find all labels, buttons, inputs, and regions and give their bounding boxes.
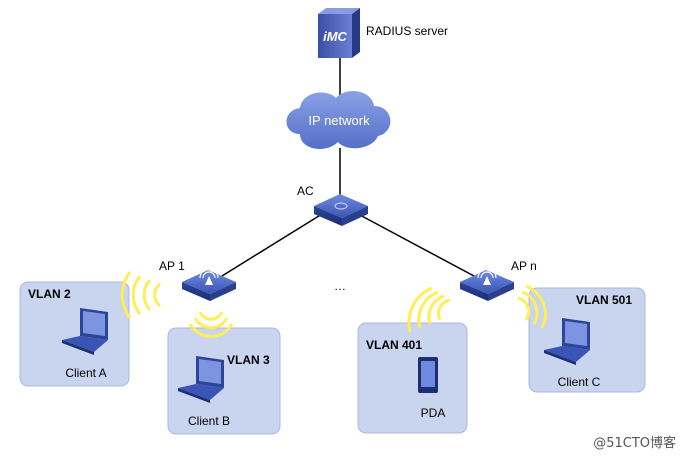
ap-ellipsis: …: [334, 279, 346, 293]
client-c-label: Client C: [558, 375, 601, 389]
radius-server-icon: iMC: [318, 8, 360, 58]
link-ac-ap1: [221, 213, 323, 277]
ip-network-label: IP network: [308, 113, 370, 128]
signal-ap1-left-icon: [120, 271, 162, 319]
client-a-label: Client A: [65, 366, 106, 380]
laptop-icon-client-a: [62, 308, 108, 355]
ap1-device-icon: [182, 268, 236, 301]
signal-ap1-down-icon: [188, 311, 234, 338]
ap1-label: AP 1: [159, 259, 185, 273]
vlan-2-box: [19, 281, 130, 387]
vlan-2-label: VLAN 2: [28, 287, 71, 301]
vlan-501-label: VLAN 501: [576, 293, 632, 307]
radius-server-label: RADIUS server: [366, 24, 448, 38]
watermark: @51CTO博客: [593, 435, 676, 451]
link-ac-apn: [357, 213, 475, 277]
signal-apn-right-icon: [517, 284, 547, 329]
vlan-401-box: [357, 322, 468, 434]
apn-device-icon: [460, 268, 514, 301]
ac-device-icon: [314, 194, 368, 226]
pda-icon: [418, 357, 438, 393]
laptop-icon-client-b: [178, 356, 224, 403]
signal-apn-left-icon: [407, 286, 451, 333]
vlan-401-label: VLAN 401: [366, 338, 422, 352]
pda-label: PDA: [421, 406, 446, 420]
client-b-label: Client B: [188, 414, 230, 428]
ip-network-cloud-icon: [286, 91, 391, 149]
vlan-3-label: VLAN 3: [227, 353, 270, 367]
laptop-icon-client-c: [544, 318, 590, 365]
imc-logo: iMC: [323, 29, 347, 44]
apn-label: AP n: [511, 259, 537, 273]
ac-label: AC: [297, 184, 314, 198]
